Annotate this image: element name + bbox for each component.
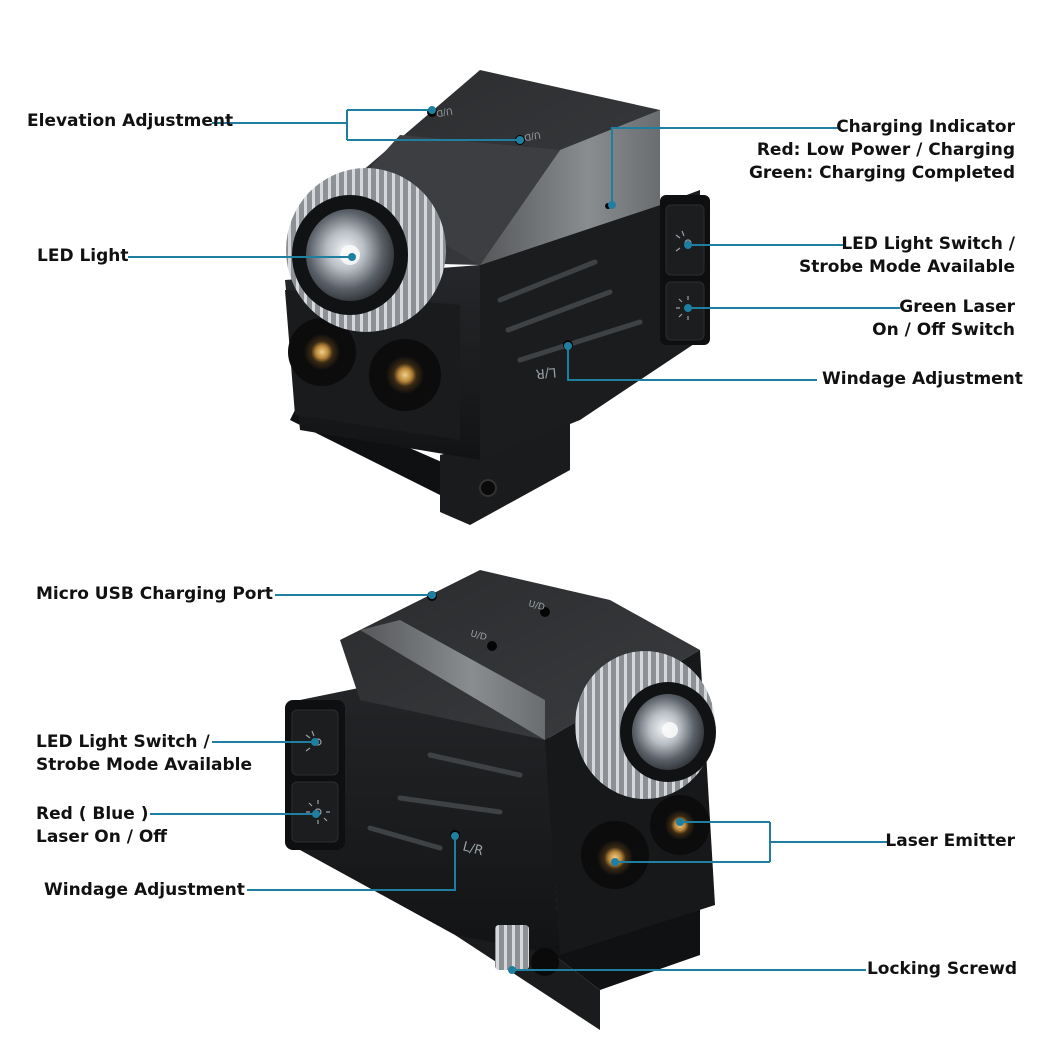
label-charging-indicator: Charging Indicator Red: Low Power / Char… xyxy=(748,117,1015,183)
label-green-laser-switch: Green Laser On / Off Switch xyxy=(872,297,1015,340)
ud-engraving-1: U/D xyxy=(435,105,453,118)
top-device-image: U/D U/D L/R xyxy=(285,70,710,525)
label-elevation-adjustment: Elevation Adjustment xyxy=(27,111,234,131)
label-laser-emitter: Laser Emitter xyxy=(885,831,1015,851)
label-led-light-switch: LED Light Switch / Strobe Mode Available xyxy=(798,234,1015,277)
lr-engraving: L/R xyxy=(535,364,557,381)
label-red-blue-laser: Red ( Blue ) Laser On / Off xyxy=(36,804,168,847)
label-windage-adjustment-top: Windage Adjustment xyxy=(822,369,1023,389)
leader-lines xyxy=(128,106,900,974)
ud-engraving-3: U/D xyxy=(469,629,488,643)
bottom-device-image: U/D U/D L/R xyxy=(285,570,716,1030)
label-micro-usb-port: Micro USB Charging Port xyxy=(36,584,273,604)
label-windage-adjustment-bottom: Windage Adjustment xyxy=(44,880,245,900)
ud-engraving-4: U/D xyxy=(527,599,546,613)
label-led-light-switch-bottom: LED Light Switch / Strobe Mode Available xyxy=(36,732,253,775)
label-led-light: LED Light xyxy=(37,246,129,266)
lr-engraving-2: L/R xyxy=(461,839,485,859)
label-locking-screw: Locking Screwd xyxy=(866,959,1017,979)
ud-engraving-2: U/D xyxy=(523,129,541,142)
